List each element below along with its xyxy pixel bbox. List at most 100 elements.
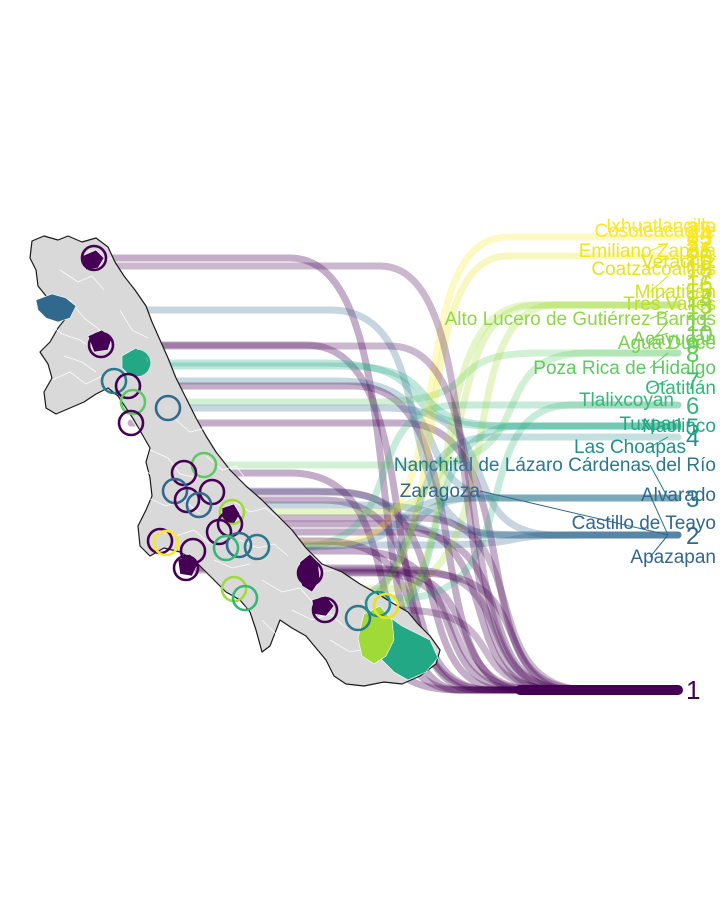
rank-label: 7	[686, 368, 699, 395]
flow-line	[44, 306, 682, 539]
municipality-label: Alvarado	[641, 485, 716, 506]
flow-line	[253, 494, 682, 551]
label-leader-line	[479, 490, 669, 536]
rank-label: 21	[686, 237, 713, 264]
flow-line	[230, 514, 682, 694]
municipality-marker	[185, 491, 213, 519]
rank-label: 9	[686, 333, 699, 360]
municipality-label: Zaragoza	[400, 481, 481, 502]
municipal-border	[213, 559, 251, 569]
label-leader-line	[649, 332, 669, 340]
municipality-marker	[119, 388, 147, 416]
rank-label: 13	[686, 293, 713, 320]
highlighted-municipality-shape	[35, 293, 77, 323]
flow-line	[90, 262, 682, 694]
flow-line	[124, 382, 682, 694]
municipal-border	[291, 609, 347, 629]
municipality-marker	[218, 498, 246, 526]
municipality-marker	[172, 554, 200, 582]
rank-label: 4	[686, 425, 699, 452]
label-leader-line	[649, 464, 669, 499]
municipal-border	[261, 579, 315, 605]
municipality-label: Tlalixcoyan	[579, 390, 674, 411]
municipality-label: Tuxpan	[619, 414, 682, 435]
label-leader-line	[649, 379, 669, 389]
municipality-label: Nanchital de Lázaro Cárdenas del Río	[394, 455, 716, 476]
municipality-label: Minatitlán	[635, 282, 716, 303]
municipality-label: Las Choapas	[574, 437, 686, 458]
municipal-border	[59, 269, 105, 291]
municipal-border	[119, 449, 151, 475]
municipality-markers-layer	[80, 244, 400, 632]
rank-label: 2	[686, 523, 699, 550]
municipal-border	[155, 529, 211, 545]
municipal-border	[239, 539, 289, 557]
municipal-border	[199, 589, 247, 609]
municipal-border	[51, 371, 103, 385]
municipality-label: Naolinco	[642, 416, 716, 437]
rank-label: 3	[686, 486, 699, 513]
rank-label: 25	[686, 217, 713, 244]
municipality-label: Cosoleacaque	[595, 221, 716, 242]
rank-label: 16	[686, 271, 713, 298]
rank-label: 15	[686, 278, 713, 305]
rank-label: 22	[686, 231, 713, 258]
municipality-marker	[123, 349, 151, 377]
flow-line	[130, 362, 682, 430]
municipal-border	[119, 309, 149, 339]
rank-label: 8	[686, 341, 699, 368]
municipality-marker	[311, 596, 339, 624]
municipality-marker	[212, 534, 240, 562]
municipality-marker	[179, 537, 207, 565]
municipal-border	[175, 419, 207, 433]
rank-label: 17	[686, 264, 713, 291]
municipality-label: Emiliano Zapata	[579, 241, 717, 262]
label-leader-line	[649, 255, 669, 270]
rank-label: 23	[686, 225, 713, 252]
flow-line	[96, 342, 682, 694]
municipality-marker	[173, 486, 201, 514]
municipality-marker	[243, 533, 271, 561]
municipality-marker	[225, 531, 253, 559]
flow-line	[171, 487, 682, 539]
municipality-label: Tres Valles	[623, 294, 716, 315]
flow-line	[180, 469, 682, 694]
flow-line	[133, 359, 682, 430]
municipality-label: Veracruz	[641, 252, 716, 273]
flow-line	[222, 401, 682, 552]
municipality-marker	[152, 529, 180, 557]
municipality-marker	[154, 394, 182, 422]
flow-line	[110, 377, 682, 502]
flow-lines-layer	[44, 233, 683, 695]
municipality-marker	[80, 244, 108, 272]
label-leader-line	[649, 534, 669, 558]
rank-label: 11	[686, 310, 711, 337]
municipality-marker	[205, 518, 233, 546]
label-leader-line	[649, 436, 669, 448]
municipality-label: Acayucan	[633, 329, 716, 350]
municipal-border	[261, 619, 291, 635]
rank-label: 1	[686, 675, 700, 705]
flow-line	[129, 349, 682, 406]
flow-line	[90, 254, 682, 694]
municipal-border	[63, 355, 97, 373]
flow-line	[241, 401, 682, 602]
flow-line	[182, 564, 682, 694]
rank-label: 18	[686, 256, 713, 283]
municipality-label: Coatzacoalcos	[591, 259, 716, 280]
municipality-marker	[87, 331, 115, 359]
rank-label: 5	[686, 414, 699, 441]
label-leader-line	[649, 352, 669, 369]
municipality-label: Agua Dulce	[618, 333, 716, 354]
label-leader-line	[649, 289, 669, 305]
flow-line	[195, 501, 682, 539]
rank-label: 19	[686, 250, 713, 277]
municipality-marker	[296, 559, 324, 587]
municipality-label: Castillo de Teayo	[572, 513, 716, 534]
flow-line	[162, 233, 682, 547]
flow-line	[308, 568, 682, 694]
flow-line	[164, 404, 682, 539]
